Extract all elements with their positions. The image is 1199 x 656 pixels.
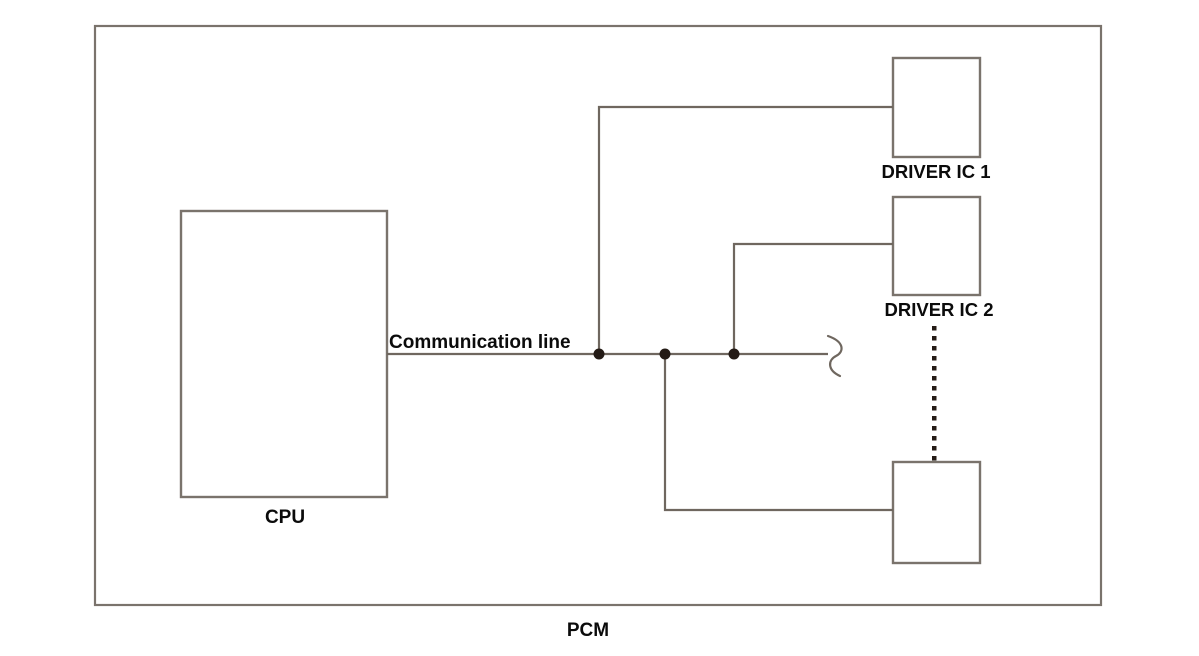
branch-to-driver-ic-2 <box>732 242 893 354</box>
driver-ic-1-label: DRIVER IC 1 <box>882 161 991 182</box>
communication-line-label: Communication line <box>389 332 571 353</box>
junction-dot-driver-1 <box>593 348 605 360</box>
junction-dot-driver-2 <box>728 348 740 360</box>
branch-to-driver-ic-1 <box>597 105 893 354</box>
cpu-block <box>179 209 389 499</box>
pcm-enclosure-frame <box>93 24 1103 607</box>
driver-ic-n-block <box>891 460 982 565</box>
driver-ic-1-block <box>891 56 982 159</box>
vertical-ellipsis-icon <box>932 326 937 461</box>
cpu-label: CPU <box>265 507 305 528</box>
bus-continuation-squiggle-icon <box>826 334 843 378</box>
driver-ic-2-block <box>891 195 982 297</box>
pcm-label: PCM <box>567 620 609 641</box>
driver-ic-2-label: DRIVER IC 2 <box>885 299 994 320</box>
branch-to-driver-ic-n <box>663 354 893 512</box>
junction-dot-driver-n <box>659 348 671 360</box>
